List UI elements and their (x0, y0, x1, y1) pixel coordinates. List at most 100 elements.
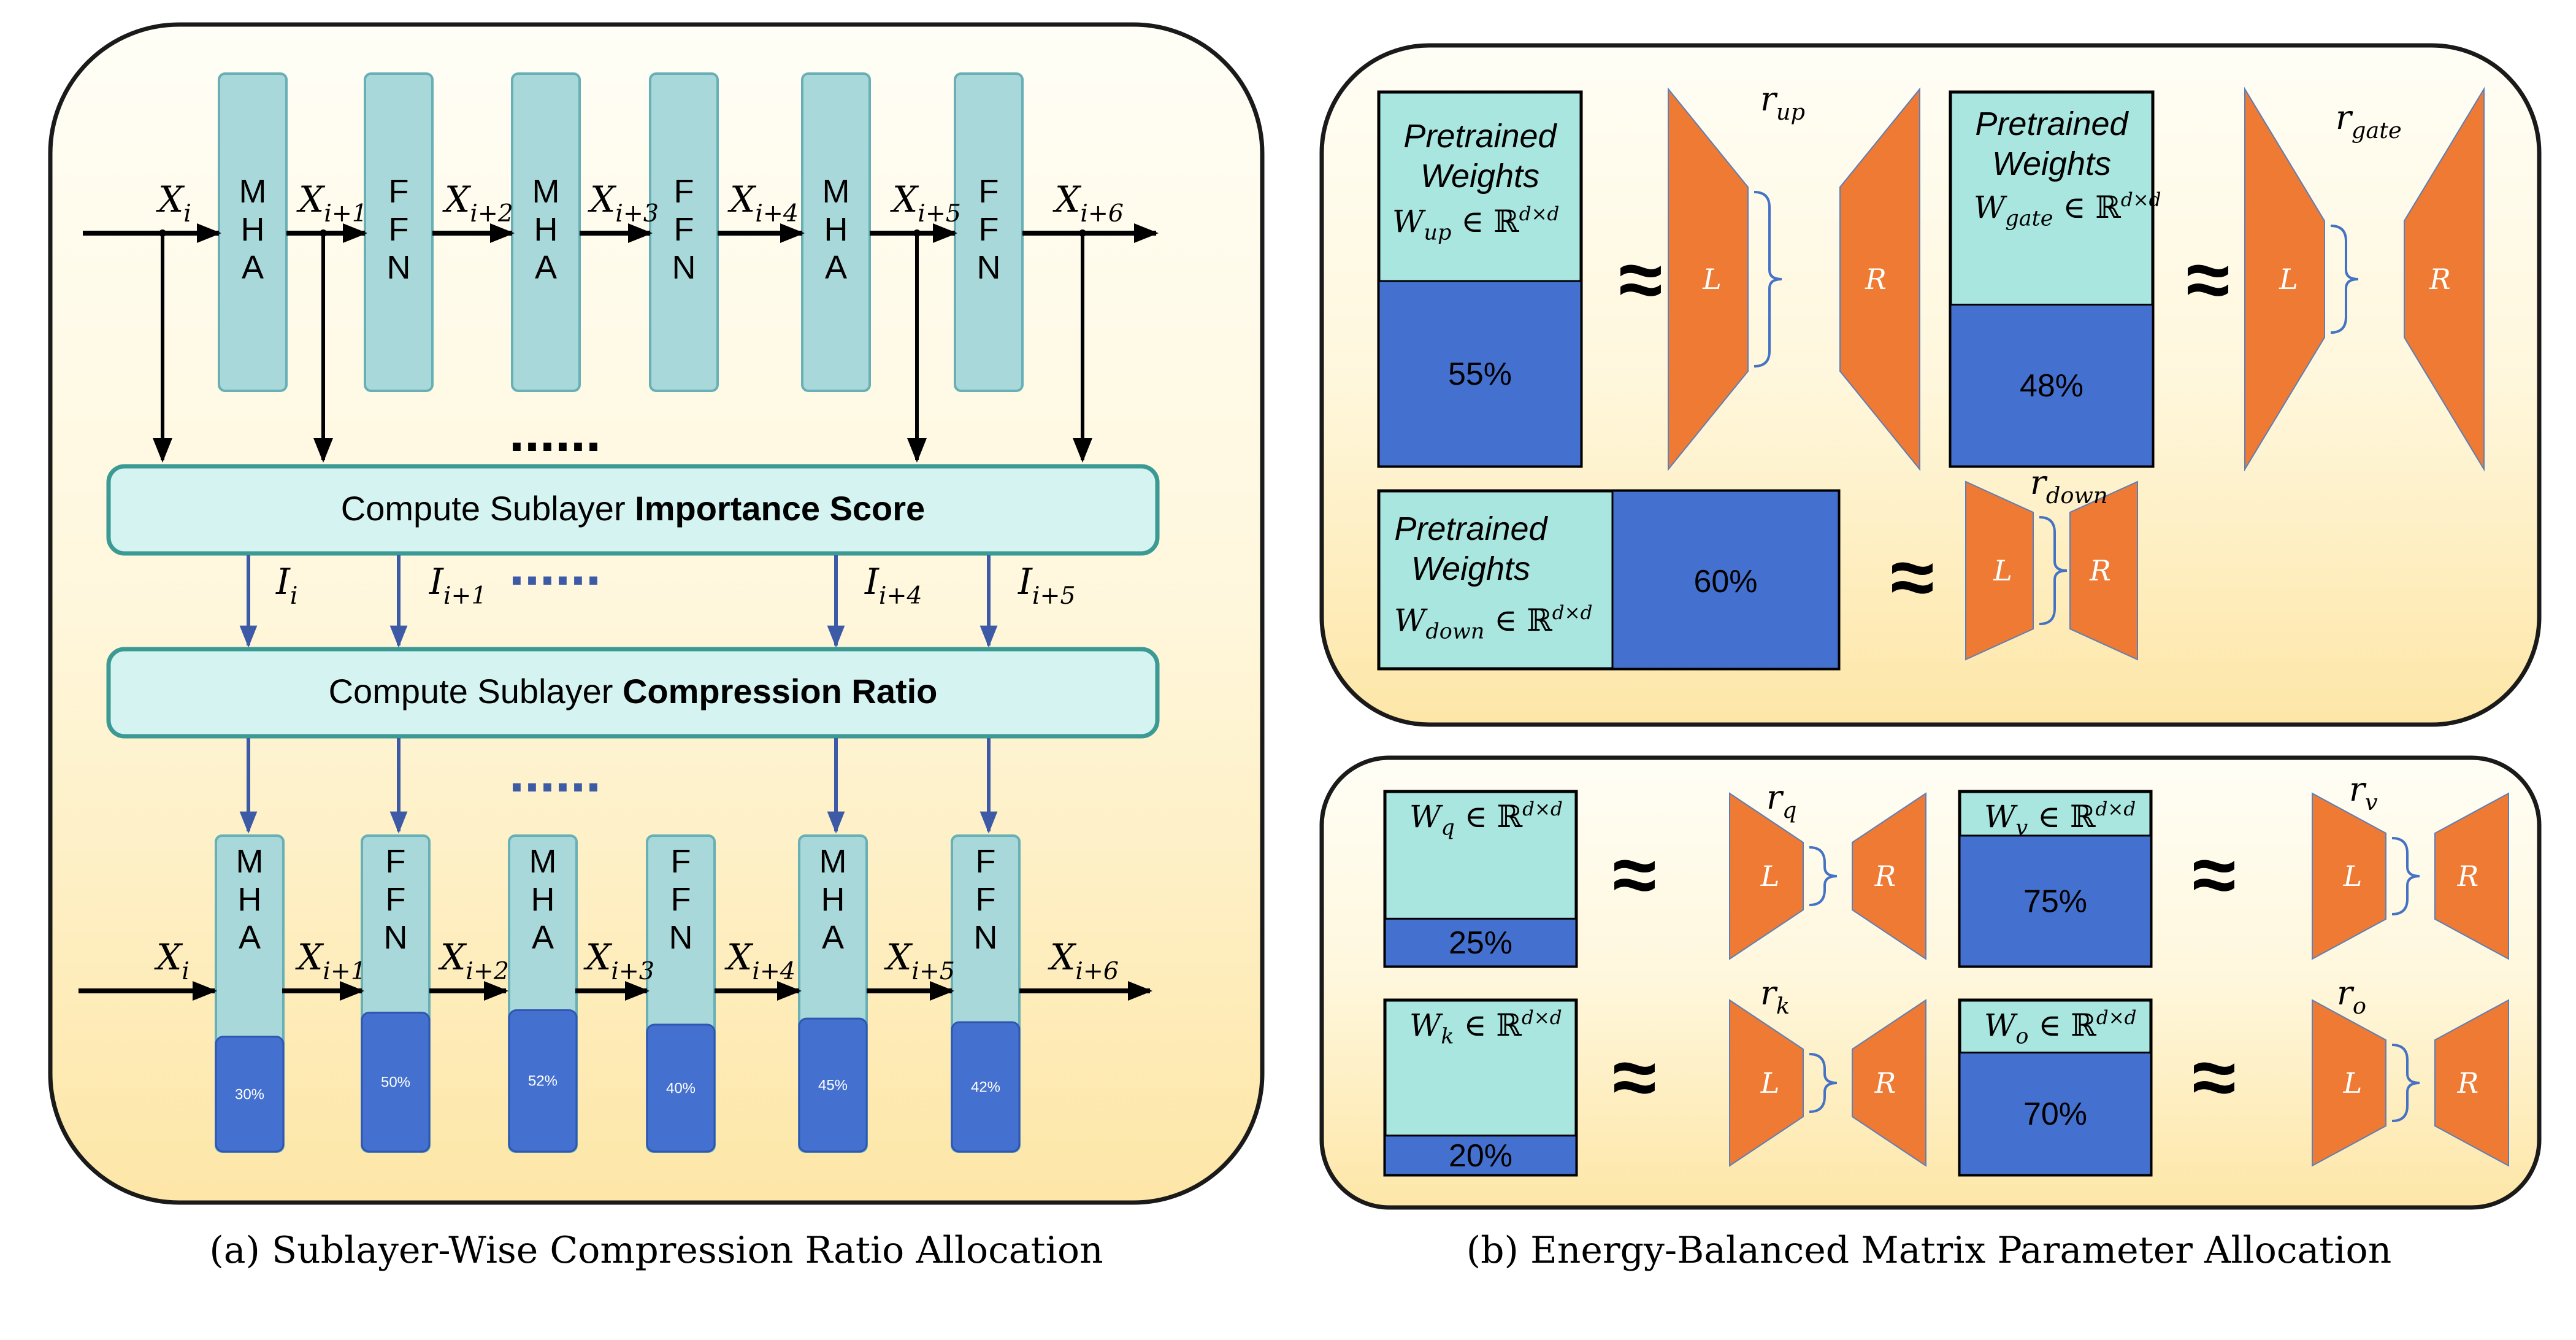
top-x-label: Xi+1 (296, 179, 367, 228)
rank-brace (1809, 1053, 1838, 1113)
compression-ratio-label: Compute Sublayer Compression Ratio (329, 672, 938, 710)
factor-R-trapezoid (2434, 792, 2509, 960)
weight-gate-retained (1949, 303, 2154, 468)
factor-L-label: L (1760, 860, 1780, 893)
top-block-letter: N (977, 249, 1001, 286)
factor-R-label: R (2429, 263, 2451, 296)
approx-symbol: ≈ (2186, 234, 2229, 324)
rank-brace (1754, 191, 1782, 368)
bottom-block-letter: A (822, 919, 844, 956)
top-block-letter: F (674, 173, 694, 210)
weight-up-title-1: Pretrained (1403, 118, 1557, 155)
top-block-letter: M (822, 173, 850, 210)
bottom-block-letter: A (532, 919, 554, 956)
top-block-letter: F (979, 211, 999, 248)
factor-R-trapezoid (1852, 999, 1926, 1167)
top-block-letter: A (242, 249, 264, 286)
bottom-block-ratio: 52% (528, 1073, 558, 1090)
top-block-letter: M (532, 173, 560, 210)
factor-R-trapezoid (1839, 87, 1920, 471)
rank-o-label: ro (2337, 974, 2366, 1019)
approx-symbol: ≈ (1612, 1032, 1656, 1122)
factor-R-label: R (1874, 860, 1896, 893)
bottom-block-letter: H (821, 881, 845, 918)
factor-L-label: L (2343, 1066, 2363, 1099)
weight-v-percent: 75% (2023, 884, 2087, 919)
weight-down-title-2: Weights (1411, 550, 1530, 587)
bottom-block-ratio: 50% (381, 1074, 410, 1091)
weight-formula: Wo ∈ ℝd×d (1984, 1007, 2137, 1049)
approx-symbol: ≈ (1619, 234, 1662, 324)
factor-L-trapezoid (2312, 792, 2386, 960)
factor-L-trapezoid (2312, 999, 2386, 1167)
weight-k-retained (1384, 1134, 1577, 1176)
bottom-block-compressed (798, 1017, 868, 1153)
bottom-x-label: Xi+6 (1048, 936, 1119, 985)
top-x-label: Xi (156, 179, 191, 228)
bottom-block-letter: F (671, 881, 691, 918)
factor-L-trapezoid (1668, 87, 1749, 471)
top-block-letter: A (825, 249, 847, 286)
panel-b-attn-background (1319, 755, 2542, 1210)
bottom-block-letter: M (236, 843, 264, 880)
top-block-letter: F (979, 173, 999, 210)
factor-L-trapezoid (1965, 480, 2034, 661)
ellipsis-top: ...... (509, 402, 601, 463)
ellipsis-bottom: ...... (509, 742, 601, 804)
top-block-letter: H (824, 211, 848, 248)
bottom-x-label: Xi+1 (295, 936, 366, 985)
rank-brace (2039, 516, 2068, 625)
bottom-block-letter: F (976, 881, 996, 918)
weight-gate-title-2: Weights (1992, 145, 2111, 182)
weight-formula: Wgate ∈ ℝd×d (1974, 189, 2161, 231)
top-block-letter: M (239, 173, 267, 210)
weight-formula: Wup ∈ ℝd×d (1392, 203, 1559, 245)
rank-k-label: rk (1760, 974, 1790, 1019)
weight-gate-title-1: Pretrained (1975, 106, 2129, 142)
bottom-block-letter: A (239, 919, 261, 956)
factor-R-trapezoid (2404, 87, 2485, 472)
top-x-label: Xi+5 (890, 179, 961, 228)
bottom-block-compressed (951, 1021, 1021, 1153)
factor-L-label: L (2343, 860, 2363, 893)
weight-down-percent: 60% (1693, 564, 1757, 599)
weight-gate-percent: 48% (2020, 368, 2083, 404)
bottom-x-label: Xi (154, 936, 190, 985)
weight-up-retained (1378, 280, 1582, 468)
weight-o-percent: 70% (2023, 1096, 2087, 1132)
factor-R-label: R (1874, 1066, 1896, 1099)
factor-L-trapezoid (1729, 792, 1804, 960)
weight-formula: Wdown ∈ ℝd×d (1394, 602, 1592, 644)
bottom-block-letter: N (974, 919, 998, 956)
rank-brace (2391, 837, 2420, 915)
top-x-label: Xi+6 (1052, 179, 1124, 228)
bottom-block-compressed (215, 1036, 285, 1153)
top-x-label: Xi+4 (727, 179, 799, 228)
factor-L-trapezoid (1729, 999, 1804, 1167)
top-block-letter: N (672, 249, 696, 286)
caption-a: (a) Sublayer-Wise Compression Ratio Allo… (209, 1229, 1103, 1272)
bottom-block-letter: M (529, 843, 557, 880)
top-block-letter: H (241, 211, 265, 248)
factor-R-label: R (2089, 554, 2111, 587)
weight-q-percent: 25% (1449, 925, 1512, 961)
bottom-block-ratio: 42% (971, 1079, 1000, 1096)
top-block-letter: F (389, 211, 409, 248)
weight-q-retained (1384, 917, 1577, 968)
rank-gate-label: rgate (2336, 98, 2402, 144)
top-block-letter: A (535, 249, 557, 286)
bottom-x-label: Xi+3 (583, 936, 654, 985)
weight-formula: Wq ∈ ℝd×d (1409, 798, 1563, 841)
rank-up-label: rup (1760, 80, 1805, 125)
weight-up-percent: 55% (1448, 356, 1512, 392)
factor-R-trapezoid (2069, 480, 2138, 661)
caption-b: (b) Energy-Balanced Matrix Parameter All… (1466, 1229, 2392, 1272)
rank-down-label: rdown (2030, 463, 2108, 509)
approx-symbol: ≈ (2192, 1032, 2236, 1122)
approx-symbol: ≈ (1890, 532, 1934, 622)
top-block-letter: H (534, 211, 558, 248)
importance-score-box (106, 464, 1160, 556)
importance-label: Ii+5 (1018, 561, 1076, 610)
